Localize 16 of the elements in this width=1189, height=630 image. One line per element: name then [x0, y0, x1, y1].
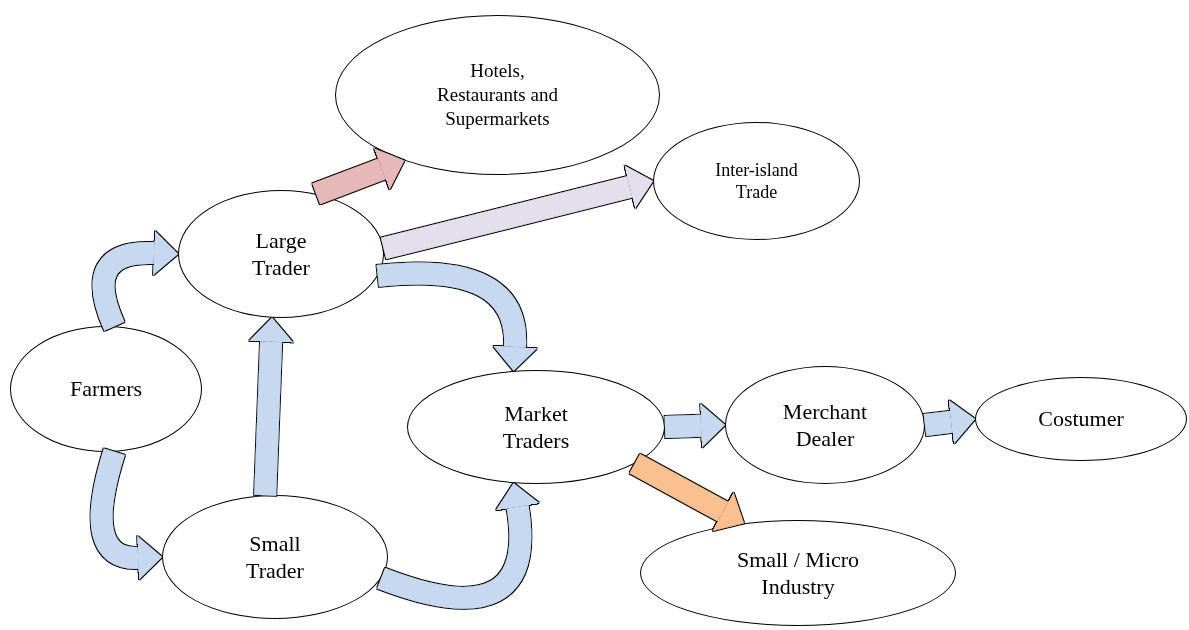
node-label: Merchant Dealer: [781, 397, 869, 453]
node-label: Small Trader: [245, 529, 305, 585]
node-label: Inter-island Trade: [714, 158, 799, 204]
block-arrow: [664, 403, 725, 448]
block-arrow: [92, 231, 178, 331]
node-label: Small / Micro Industry: [735, 545, 861, 601]
node-label: Costumer: [1038, 405, 1124, 433]
node-label: Market Traders: [501, 399, 571, 455]
node-label: Farmers: [69, 375, 143, 403]
block-arrow: [249, 317, 294, 496]
node-label: Hotels, Restaurants and Supermarkets: [436, 59, 559, 131]
block-arrow: [377, 482, 540, 609]
block-arrow: [312, 148, 405, 205]
block-arrow: [629, 453, 744, 531]
node-label: Large Trader: [251, 226, 311, 282]
block-arrow: [923, 400, 975, 444]
